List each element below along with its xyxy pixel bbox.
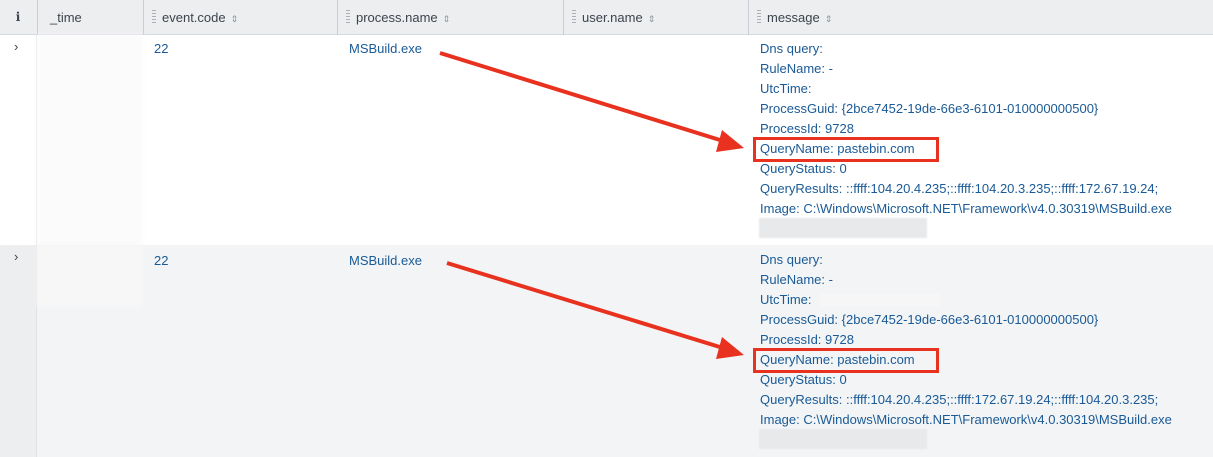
column-drag-handle[interactable] [346, 10, 350, 25]
info-column-header[interactable]: i [0, 0, 37, 35]
sort-icon[interactable]: ⇕ [442, 14, 451, 24]
message-line[interactable]: ProcessId: 9728 [760, 332, 854, 347]
chevron-right-icon[interactable]: › [14, 249, 19, 264]
query-name-highlight [753, 137, 939, 162]
message-line[interactable]: QueryStatus: 0 [760, 161, 847, 176]
message-line[interactable]: QueryResults: ::ffff:104.20.4.235;::ffff… [760, 181, 1159, 196]
chevron-right-icon[interactable]: › [14, 39, 19, 54]
column-header-user-name[interactable]: user.name ⇕ [563, 0, 748, 35]
event-code-value[interactable]: 22 [154, 253, 169, 268]
expand-row-cell[interactable]: › [0, 245, 37, 457]
event-code-value[interactable]: 22 [154, 41, 169, 56]
column-header-event-code[interactable]: event.code ⇕ [143, 0, 337, 35]
column-header-message[interactable]: message ⇕ [748, 0, 1213, 35]
sort-icon[interactable]: ⇕ [230, 14, 239, 24]
redacted-bar [759, 429, 927, 449]
message-line[interactable]: ProcessId: 9728 [760, 121, 854, 136]
message-cell: Dns query: RuleName: - UtcTime: ProcessG… [760, 250, 1172, 430]
process-name-value[interactable]: MSBuild.exe [349, 253, 422, 268]
expand-row-cell[interactable]: › [0, 35, 37, 245]
message-cell: Dns query: RuleName: - UtcTime: ProcessG… [760, 39, 1172, 219]
message-line[interactable]: RuleName: - [760, 61, 833, 76]
message-line[interactable]: QueryResults: ::ffff:104.20.4.235;::ffff… [760, 392, 1159, 407]
message-line[interactable]: UtcTime: [760, 81, 812, 96]
process-name-value[interactable]: MSBuild.exe [349, 41, 422, 56]
table-row[interactable]: › 22 MSBuild.exe Dns query: RuleName: - … [0, 35, 1213, 245]
redacted-bar [759, 218, 927, 238]
query-name-highlight [753, 348, 939, 373]
message-line[interactable]: Dns query: [760, 41, 823, 56]
message-line-query-name[interactable]: QueryName: pastebin.com [760, 141, 915, 156]
column-header-label: event.code [162, 10, 226, 25]
info-icon: i [15, 10, 21, 24]
column-header-label: process.name [356, 10, 438, 25]
table-row[interactable]: › 22 MSBuild.exe Dns query: RuleName: - … [0, 245, 1213, 457]
column-header-label: _time [50, 10, 82, 25]
message-line[interactable]: ProcessGuid: {2bce7452-19de-66e3-6101-01… [760, 312, 1099, 327]
column-header-process-name[interactable]: process.name ⇕ [337, 0, 563, 35]
sort-icon[interactable]: ⇕ [824, 14, 833, 24]
message-line[interactable]: RuleName: - [760, 272, 833, 287]
time-cell-redacted [37, 35, 143, 245]
message-line[interactable]: Dns query: [760, 252, 823, 267]
message-line[interactable]: Image: C:\Windows\Microsoft.NET\Framewor… [760, 201, 1172, 216]
column-drag-handle[interactable] [152, 10, 156, 25]
redacted-utctime [820, 293, 940, 307]
column-header-label: user.name [582, 10, 643, 25]
message-line[interactable]: QueryStatus: 0 [760, 372, 847, 387]
column-drag-handle[interactable] [572, 10, 576, 25]
time-cell-redacted [37, 245, 143, 307]
message-line[interactable]: UtcTime: [760, 292, 812, 307]
sort-icon[interactable]: ⇕ [647, 14, 656, 24]
column-drag-handle[interactable] [757, 10, 761, 25]
column-header-time[interactable]: _time [37, 0, 143, 35]
message-line[interactable]: ProcessGuid: {2bce7452-19de-66e3-6101-01… [760, 101, 1099, 116]
table-header: i _time event.code ⇕ process.name ⇕ user.n… [0, 0, 1213, 35]
message-line-query-name[interactable]: QueryName: pastebin.com [760, 352, 915, 367]
message-line[interactable]: Image: C:\Windows\Microsoft.NET\Framewor… [760, 412, 1172, 427]
column-header-label: message [767, 10, 820, 25]
